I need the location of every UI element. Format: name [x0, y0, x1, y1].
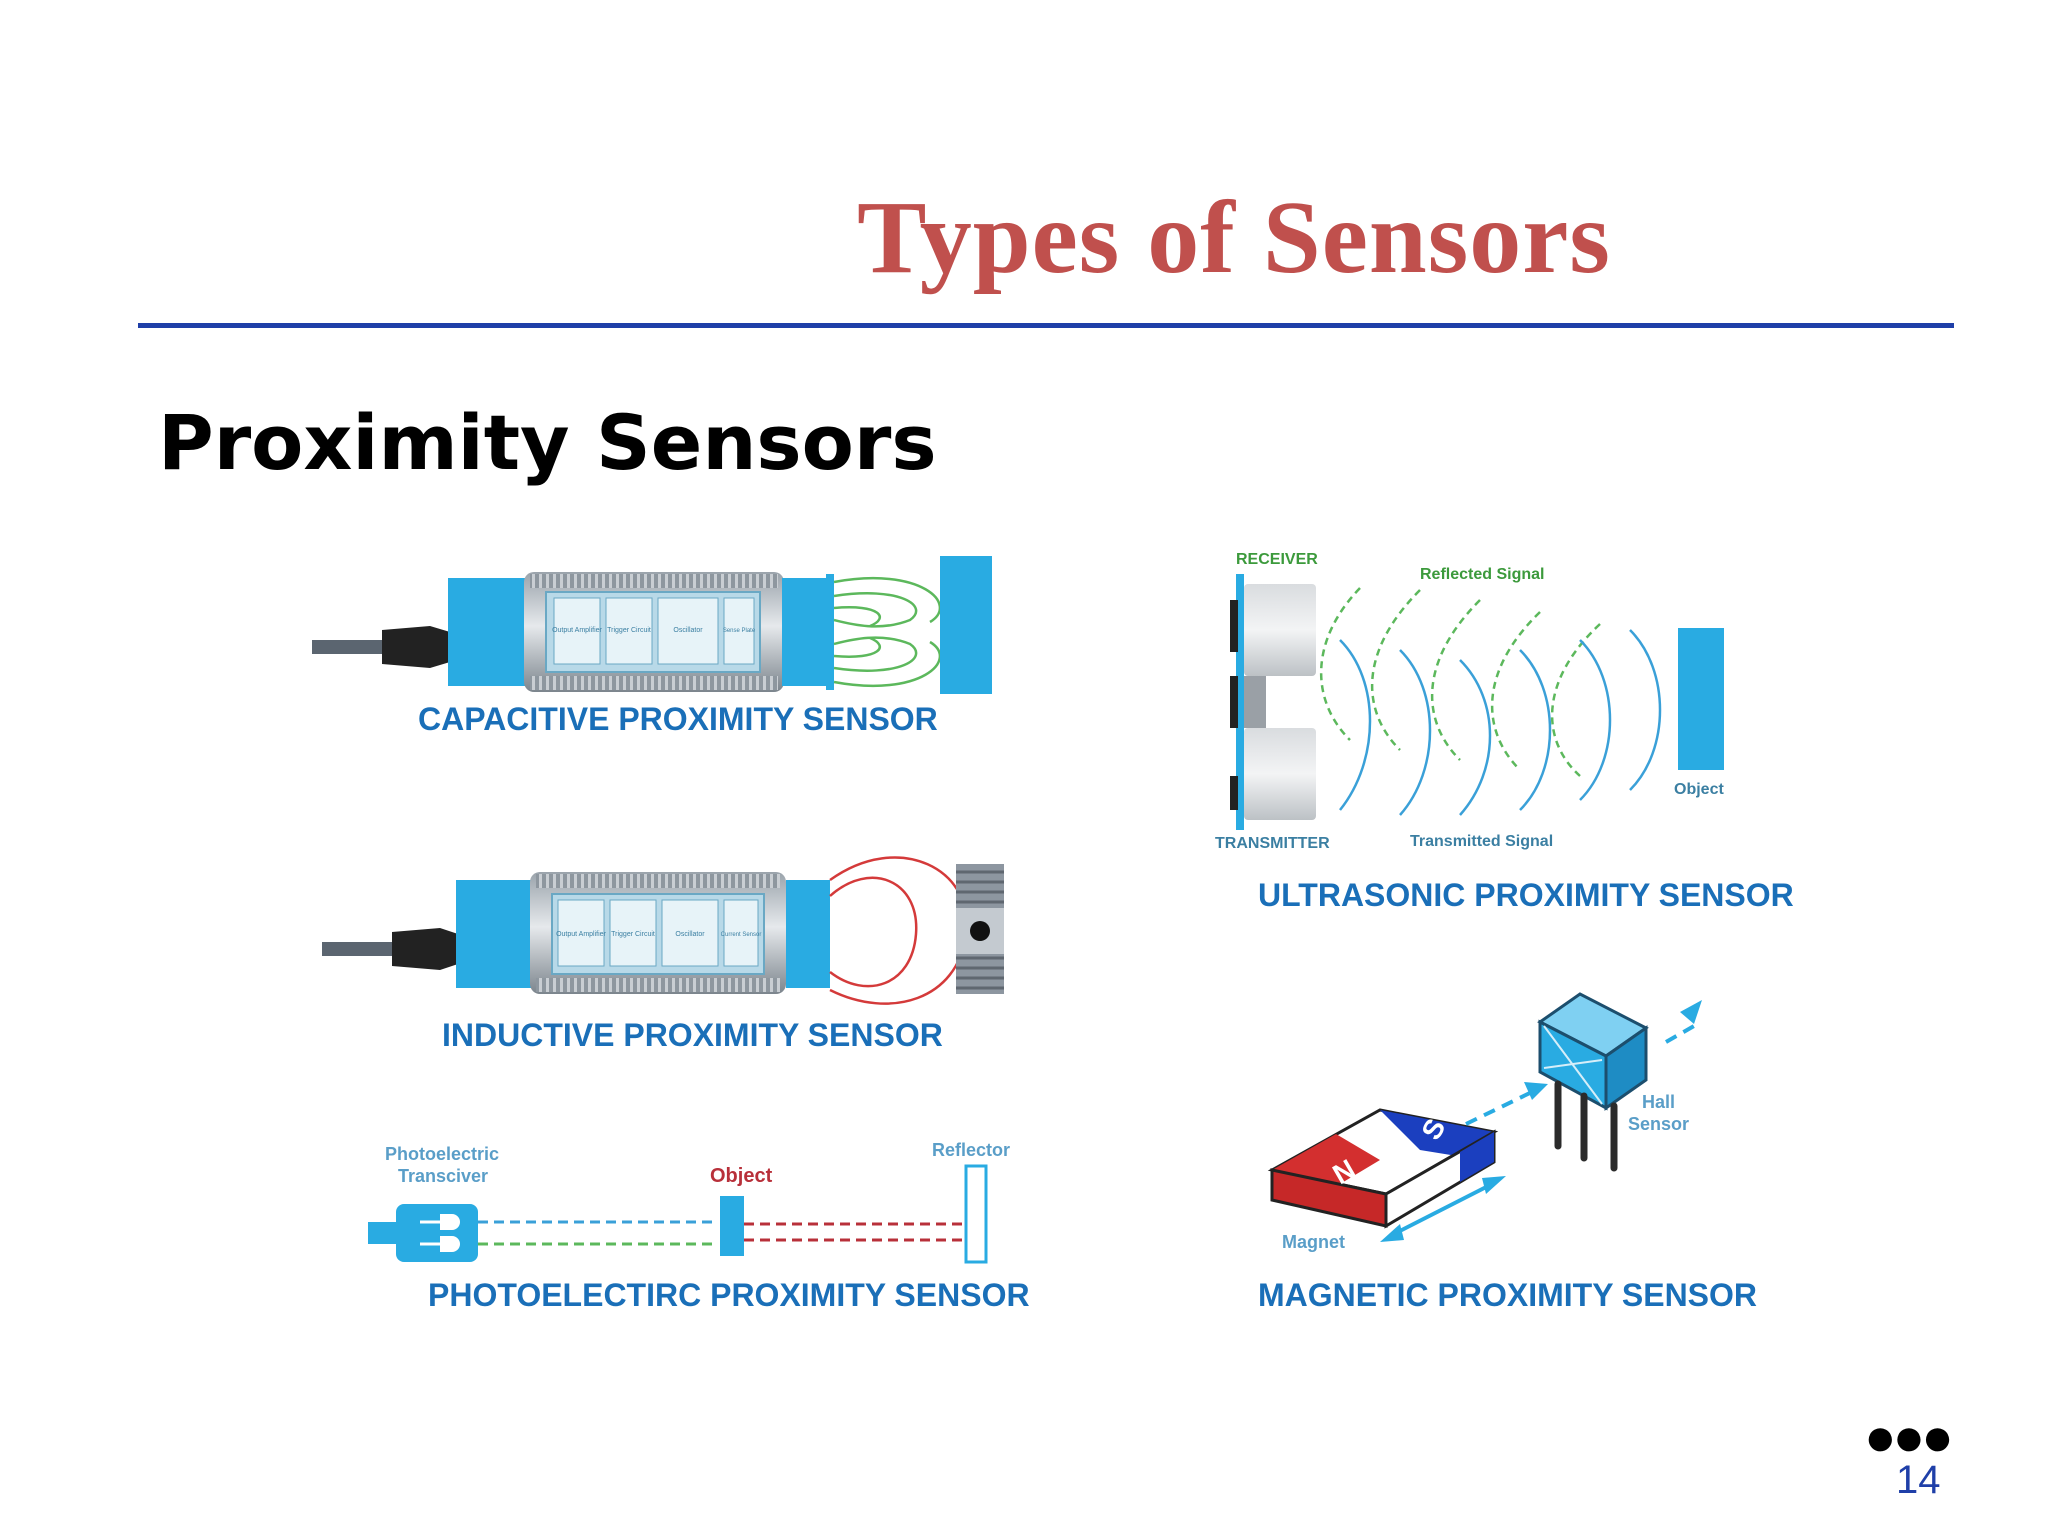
inductive-sensor-diagram: Output Amplifier Trigger Circuit Oscilla…: [322, 856, 1004, 1053]
block-label: Oscillator: [675, 931, 705, 938]
ultrasonic-object-label: Object: [1674, 781, 1724, 798]
block-label: Sense Plate: [723, 628, 756, 634]
object-label: Object: [710, 1165, 773, 1187]
reflected-signal-waves: [1320, 587, 1601, 777]
transceiver-label: Transciver: [398, 1166, 488, 1186]
block-label: Trigger Circuit: [607, 627, 651, 634]
sensor-cap-right: [786, 880, 830, 988]
sensor-board: [1236, 574, 1244, 830]
target-object: [940, 556, 992, 694]
block-label: Output Amplifier: [556, 931, 606, 938]
photoelectric-caption: PHOTOELECTIRC PROXIMITY SENSOR: [428, 1277, 1030, 1313]
transmitted-signal-waves: [1339, 629, 1662, 816]
cable: [312, 640, 382, 654]
capacitive-field-lines: [833, 576, 942, 688]
sensor-cap-left: [448, 578, 528, 686]
receiver-label: RECEIVER: [1236, 551, 1318, 568]
photoelectric-sensor-diagram: Photoelectric Transciver Object Reflecto…: [368, 1140, 1030, 1313]
transceiver-label: Photoelectric: [385, 1144, 499, 1164]
reflected-signal-label: Reflected Signal: [1420, 566, 1544, 583]
block-label: Current Sensor: [721, 932, 762, 938]
cable: [322, 942, 392, 956]
hall-sensor-label: Hall: [1642, 1092, 1675, 1112]
field-direction-arrow: [1465, 1088, 1537, 1126]
title-divider: [138, 323, 1954, 328]
transmitter-label: TRANSMITTER: [1215, 835, 1330, 852]
motion-arrow: [1389, 1180, 1497, 1238]
sensor-cap-right: [782, 578, 826, 686]
cable-gland: [392, 928, 458, 970]
ultrasonic-object: [1678, 628, 1724, 770]
capacitive-caption: CAPACITIVE PROXIMITY SENSOR: [418, 701, 938, 737]
receiver-cylinder: [1244, 584, 1316, 676]
block-label: Oscillator: [673, 627, 703, 634]
sensor-cap-left: [456, 880, 534, 988]
block-label: Trigger Circuit: [611, 931, 655, 938]
cable-gland: [382, 626, 450, 668]
target-center-dot: [970, 921, 990, 941]
ultrasonic-caption: ULTRASONIC PROXIMITY SENSOR: [1258, 877, 1794, 913]
reflector-label: Reflector: [932, 1140, 1010, 1160]
capacitive-sensor-diagram: Output Amplifier Trigger Circuit Oscilla…: [312, 556, 992, 737]
magnet-label: Magnet: [1282, 1232, 1345, 1252]
photoelectric-transceiver: [396, 1204, 478, 1262]
ultrasonic-sensor-diagram: RECEIVER TRANSMITTER Reflected Signal Tr…: [1215, 551, 1794, 913]
hall-sensor-label: Sensor: [1628, 1114, 1689, 1134]
more-dots-icon[interactable]: ●●●: [1864, 1407, 1954, 1467]
block-label: Output Amplifier: [552, 627, 602, 634]
reflector: [964, 1164, 988, 1264]
inductive-field-lines: [829, 856, 968, 1005]
section-heading: Proximity Sensors: [158, 398, 937, 487]
hall-sensor-pins: [1554, 1080, 1618, 1172]
slide-title: Types of Sensors: [857, 180, 1611, 295]
transmitter-cylinder: [1244, 728, 1316, 820]
transmitted-signal-label: Transmitted Signal: [1410, 833, 1553, 850]
magnetic-caption: MAGNETIC PROXIMITY SENSOR: [1258, 1277, 1757, 1313]
inductive-caption: INDUCTIVE PROXIMITY SENSOR: [442, 1017, 943, 1053]
page-number: 14: [1896, 1458, 1941, 1502]
magnetic-sensor-diagram: N S Magnet Hall Sensor MAGNETIC PROXIMIT…: [1258, 992, 1757, 1313]
object-block: [720, 1196, 744, 1256]
